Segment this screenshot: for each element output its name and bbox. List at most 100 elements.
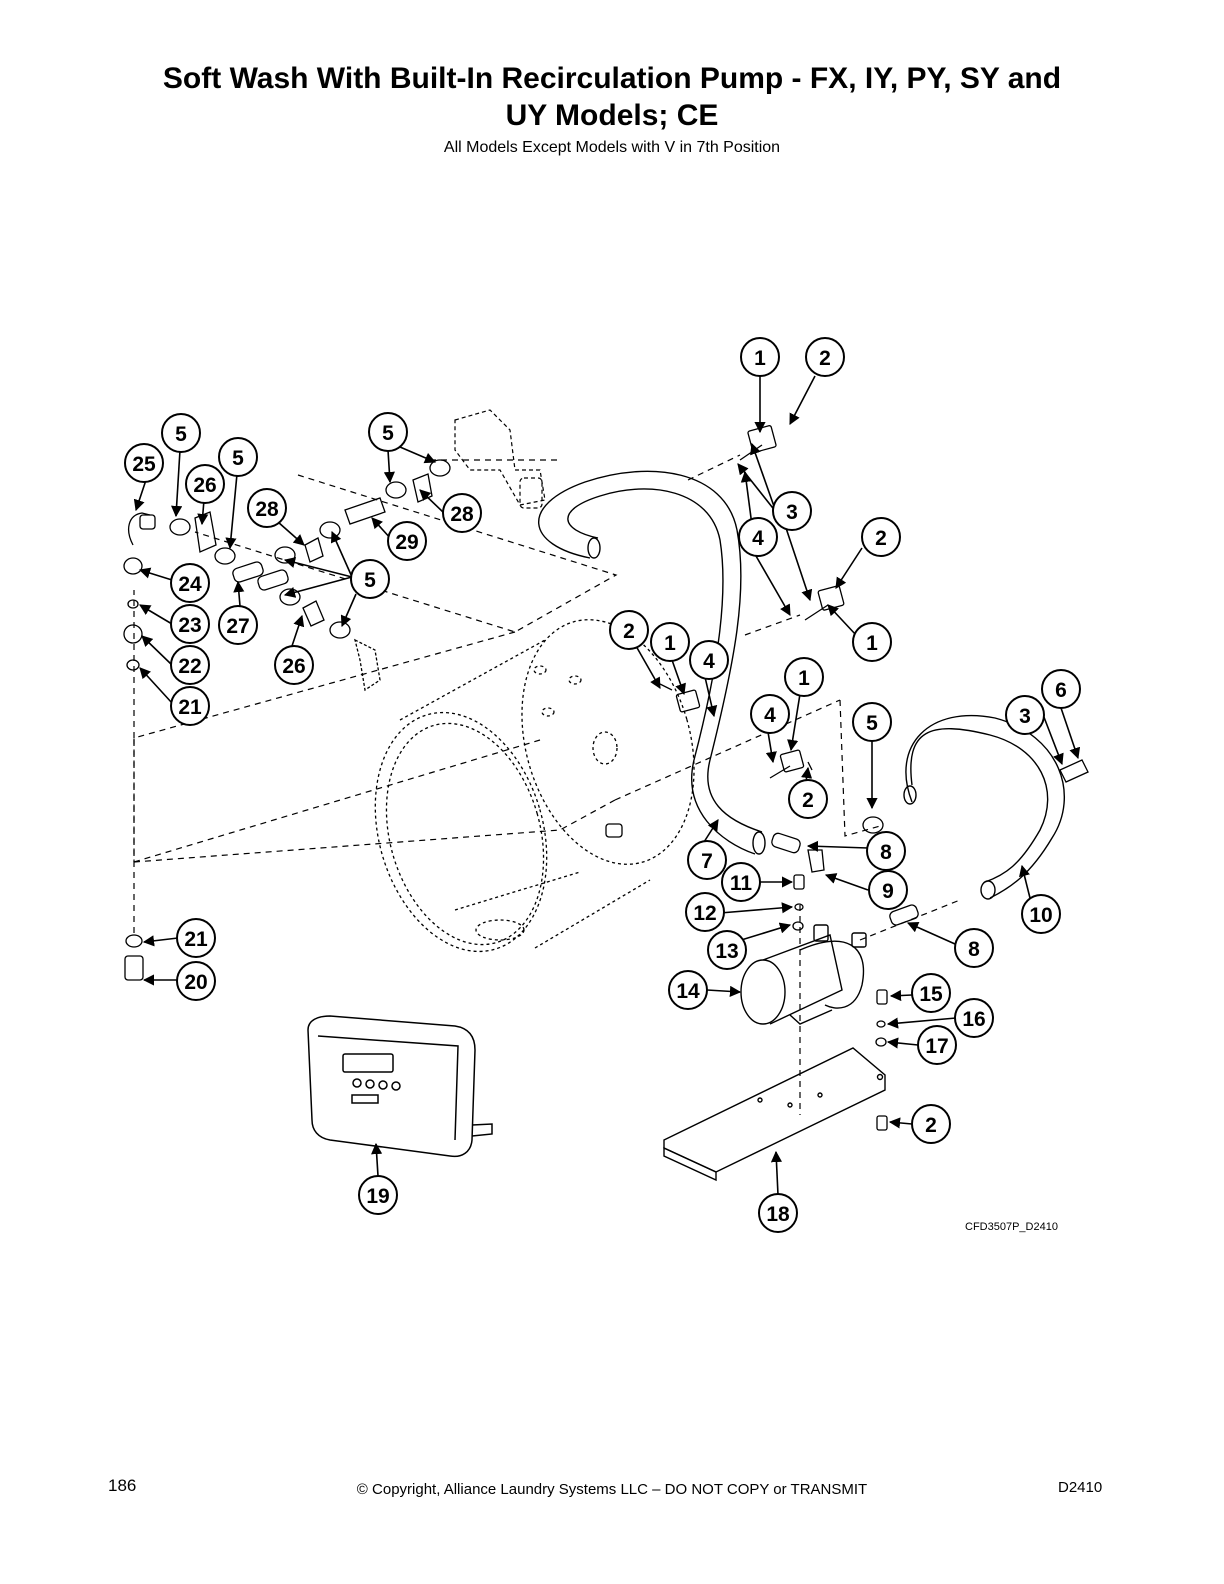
callout-7: 7 [687,840,727,880]
callout-26: 26 [185,464,225,504]
svg-text:28: 28 [450,503,474,526]
callout-2: 2 [861,517,901,557]
callout-4: 4 [738,517,778,557]
title-line-1: Soft Wash With Built-In Recirculation Pu… [162,62,1062,95]
svg-text:20: 20 [184,971,207,994]
svg-text:21: 21 [184,928,208,951]
svg-text:6: 6 [1055,679,1067,702]
callout-2: 2 [788,779,828,819]
callout-9: 9 [868,870,908,910]
callout-28: 28 [442,493,482,533]
valve-assembly [454,409,546,509]
svg-text:22: 22 [178,655,201,678]
svg-text:1: 1 [754,347,766,370]
svg-text:7: 7 [701,850,713,873]
callout-1: 1 [852,622,892,662]
callout-2: 2 [805,337,845,377]
callout-22: 22 [170,645,210,685]
callout-26: 26 [274,645,314,685]
svg-text:21: 21 [178,696,202,719]
callouts: 1 2 3 4 2 1 2 1 4 1 4 2 5 6 3 7 8 9 10 8… [124,337,1081,1233]
callout-11: 11 [721,862,761,902]
copyright-notice: © Copyright, Alliance Laundry Systems LL… [356,1481,868,1498]
callout-28: 28 [247,488,287,528]
callout-21: 21 [176,918,216,958]
callout-5: 5 [161,413,201,453]
svg-text:1: 1 [798,667,810,690]
svg-text:27: 27 [226,615,249,638]
callout-6: 6 [1041,669,1081,709]
document-code: D2410 [1058,1479,1103,1496]
svg-text:1: 1 [664,632,676,655]
svg-text:3: 3 [786,501,798,524]
callout-25: 25 [124,443,164,483]
callout-5: 5 [218,437,258,477]
hose-long [538,470,766,855]
callout-13: 13 [707,930,747,970]
svg-text:5: 5 [382,422,394,445]
drum-fitting [605,823,623,838]
svg-text:14: 14 [676,980,700,1003]
assembly-guide-lines [133,454,961,1115]
hose-curved [903,714,1066,900]
svg-text:4: 4 [764,704,776,727]
callout-4: 4 [750,694,790,734]
callout-14: 14 [668,970,708,1010]
svg-text:18: 18 [766,1203,790,1226]
callout-10: 10 [1021,894,1061,934]
callout-19: 19 [358,1175,398,1215]
svg-text:17: 17 [925,1035,948,1058]
callout-2: 2 [911,1104,951,1144]
callout-12: 12 [685,892,725,932]
svg-text:5: 5 [364,569,376,592]
hardware-parts [123,425,1089,1131]
svg-text:28: 28 [255,498,279,521]
figure-code: CFD3507P_D2410 [965,1221,1058,1233]
svg-text:15: 15 [919,983,943,1006]
svg-text:2: 2 [819,347,831,370]
svg-text:4: 4 [752,527,764,550]
callout-15: 15 [911,973,951,1013]
callout-leader-lines [133,375,1081,1196]
svg-text:25: 25 [132,453,156,476]
callout-16: 16 [954,998,994,1038]
svg-text:16: 16 [962,1008,985,1031]
svg-text:8: 8 [968,938,980,961]
svg-text:5: 5 [175,423,187,446]
callout-1: 1 [784,657,824,697]
callout-23: 23 [170,604,210,644]
callout-3: 3 [1005,695,1045,735]
callout-17: 17 [917,1025,957,1065]
svg-text:10: 10 [1029,904,1052,927]
recirculation-pump [740,924,867,1025]
svg-text:2: 2 [802,789,814,812]
svg-text:24: 24 [178,573,202,596]
svg-text:13: 13 [715,940,738,963]
page-title: Soft Wash With Built-In Recirculation Pu… [62,60,1162,134]
svg-text:23: 23 [178,614,201,637]
svg-text:29: 29 [395,531,418,554]
callout-4: 4 [689,640,729,680]
title-line-2: UY Models; CE [505,99,719,132]
callout-18: 18 [758,1193,798,1233]
assembly-illustration [123,409,1089,1182]
page-subtitle: All Models Except Models with V in 7th P… [443,139,781,156]
callout-8: 8 [866,831,906,871]
svg-text:12: 12 [693,902,716,925]
svg-text:5: 5 [232,447,244,470]
base-plate [663,1047,886,1182]
svg-text:4: 4 [703,650,715,673]
callout-1: 1 [650,622,690,662]
callout-5: 5 [350,559,390,599]
control-box [307,1015,493,1158]
washer-drum [374,619,695,953]
callout-8: 8 [954,928,994,968]
svg-text:5: 5 [866,712,878,735]
callout-5: 5 [368,412,408,452]
svg-text:2: 2 [925,1114,937,1137]
svg-text:19: 19 [366,1185,389,1208]
page-number: 186 [108,1476,137,1495]
svg-text:9: 9 [882,880,894,903]
callout-3: 3 [772,491,812,531]
